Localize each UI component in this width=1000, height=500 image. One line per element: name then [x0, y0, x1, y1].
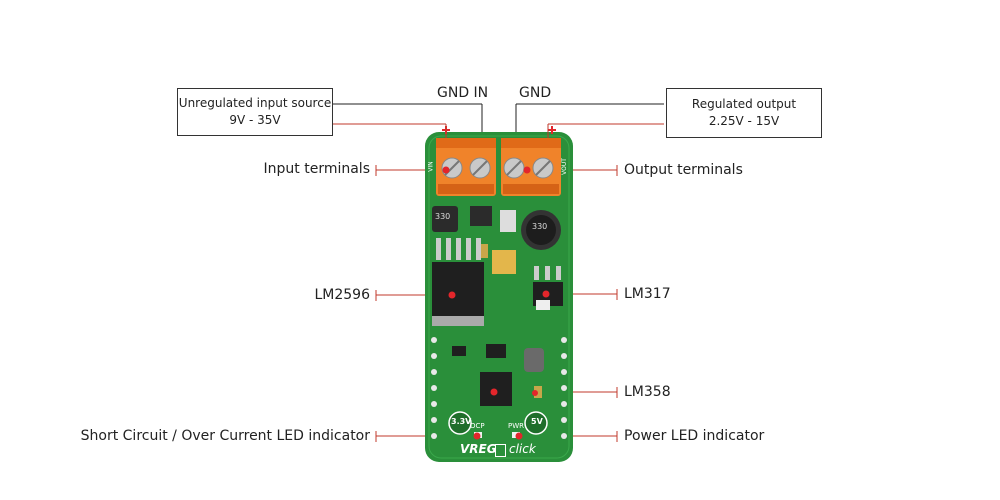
power-led-label: Power LED indicator	[624, 428, 765, 444]
lm2596-chip	[432, 262, 484, 318]
lm317-label: LM317	[624, 286, 671, 302]
board-brand: click	[509, 442, 536, 456]
badge-right-label: 5V	[531, 417, 543, 426]
board-logo-icon	[495, 444, 506, 457]
input-source-box: Unregulated input source 9V - 35V	[177, 88, 333, 136]
inductor	[432, 206, 458, 232]
badge-left-label: 3.3V	[451, 417, 472, 426]
vin-silk: VIN	[427, 161, 435, 172]
input-source-line1: Unregulated input source	[178, 96, 332, 110]
board-title: VREG	[460, 442, 497, 456]
lm358-chip	[480, 372, 512, 406]
cap-code: 330	[532, 222, 548, 231]
input-terminals-label: Input terminals	[263, 161, 370, 177]
vout-silk: VOUT	[560, 158, 568, 175]
gnd-label: GND	[519, 85, 552, 101]
ocp-label: OCP	[470, 422, 485, 430]
output-terminals-label: Output terminals	[624, 162, 743, 178]
output-line1: Regulated output	[691, 97, 797, 111]
badge-3v3	[448, 411, 472, 435]
terminal-block-output	[501, 138, 561, 196]
output-line2: 2.25V - 15V	[708, 114, 780, 128]
marker-dots	[442, 166, 550, 440]
short-circuit-label: Short Circuit / Over Current LED indicat…	[80, 428, 370, 444]
pwr-label: PWR	[508, 422, 525, 430]
input-source-line2: 9V - 35V	[229, 113, 281, 127]
output-box: Regulated output 2.25V - 15V	[666, 88, 822, 138]
gnd-in-label: GND IN	[437, 85, 489, 101]
lm2596-label: LM2596	[314, 287, 370, 303]
lm358-label: LM358	[624, 384, 671, 400]
inductor-code: 330	[435, 212, 451, 221]
badge-5v	[524, 411, 548, 435]
